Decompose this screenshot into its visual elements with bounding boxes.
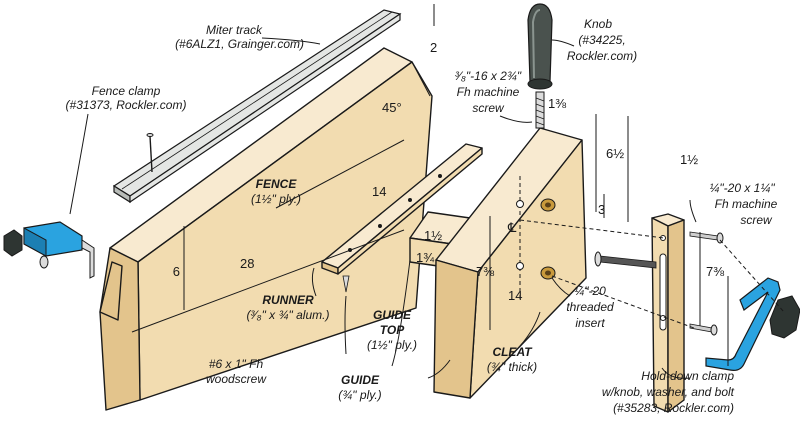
hold-down-clamp: [705, 277, 800, 371]
top-machine-screw-label-3: screw: [472, 101, 505, 115]
top-machine-screw-label-2: Fh machine: [457, 85, 520, 99]
hold-down-label-1: Hold-down clamp: [641, 369, 734, 383]
dimension-lines: [131, 4, 785, 366]
dim-fence-height: 6: [173, 264, 180, 279]
miter-track: [112, 9, 402, 204]
dim-guide-length: 14: [508, 288, 522, 303]
threaded-insert-bottom: [540, 266, 556, 280]
woodscrew-bottom: [342, 275, 350, 293]
dim-guide-height-top: 6½: [606, 146, 624, 161]
fence-clamp: [3, 221, 95, 279]
guide-top-part-label-2: TOP: [380, 323, 405, 337]
fence: [99, 47, 433, 411]
dim-cleat-height: 7⅜: [706, 264, 724, 279]
machine-screw-right-bottom: [689, 323, 718, 336]
fence-material-label: (1½" ply.): [251, 192, 301, 206]
right-machine-screw-label-3: screw: [740, 213, 773, 227]
dim-fence-top: 2: [430, 40, 437, 55]
miter-track-label: Miter track: [206, 23, 263, 37]
guide-top-part-label: GUIDE: [373, 308, 412, 322]
dim-guide-height: 7⅜: [476, 264, 494, 279]
hold-down-label-3: (#35283, Rockler.com): [613, 401, 734, 415]
threaded-insert-top: [540, 198, 556, 212]
woodscrew-top: [146, 133, 154, 173]
dim-fence-angle: 45°: [382, 100, 402, 115]
knob: [527, 3, 553, 129]
fence-part-label: FENCE: [256, 177, 298, 191]
guide-top-material-label: (1½" ply.): [367, 338, 417, 352]
dim-guide-top-b: 1¾: [416, 250, 434, 265]
runner-part-label: RUNNER: [262, 293, 314, 307]
guide-part-label: GUIDE: [341, 373, 380, 387]
dim-runner-length: 14: [372, 184, 386, 199]
fence-clamp-part-label: (#31373, Rockler.com): [66, 98, 187, 112]
cleat-part-label: CLEAT: [492, 345, 533, 359]
guide: [433, 127, 587, 399]
dim-guide-top-a: 1½: [424, 228, 442, 243]
threaded-insert-label-1: ¼"-20: [574, 284, 606, 298]
cleat-material-label: (¾" thick): [487, 360, 537, 374]
fence-clamp-label: Fence clamp: [92, 84, 161, 98]
dim-cleat-width: 1½: [680, 152, 698, 167]
hold-down-bolt: [594, 251, 657, 269]
woodscrew-label-1: #6 x 1" Fh: [209, 357, 264, 371]
threaded-insert-label-2: threaded: [566, 300, 614, 314]
threaded-insert-label-3: insert: [575, 316, 605, 330]
miter-track-part-label: (#6ALZ1, Grainger.com): [175, 37, 304, 51]
hold-down-label-2: w/knob, washer, and bolt: [602, 385, 735, 399]
centerline-mark: ℄: [507, 220, 517, 235]
dim-insert-spacing: 3: [598, 202, 605, 217]
knob-part-label: (#34225,: [578, 33, 625, 47]
right-machine-screw-label-1: ¼"-20 x 1¼": [709, 181, 775, 195]
right-machine-screw-label-2: Fh machine: [715, 197, 778, 211]
machine-screw-right-top: [689, 231, 724, 244]
guide-material-label: (¾" ply.): [338, 388, 381, 402]
dim-fence-length: 28: [240, 256, 254, 271]
runner-material-label: (³⁄₈" x ¾" alum.): [247, 308, 330, 322]
dim-knob-offset: 1⅜: [548, 96, 566, 111]
knob-source-label: Rockler.com): [567, 49, 637, 63]
knob-label: Knob: [584, 17, 612, 31]
runner: [321, 143, 483, 275]
woodscrew-label-2: woodscrew: [206, 372, 267, 386]
leader-lines: [69, 37, 697, 379]
top-machine-screw-label-1: ³⁄₈"-16 x 2¾": [455, 69, 522, 83]
